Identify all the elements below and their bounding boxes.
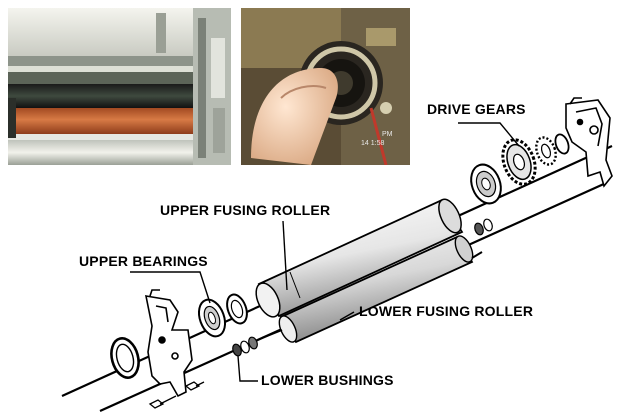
leader-lower-fusing-roller — [339, 311, 355, 321]
upper-fusing-roller — [255, 198, 464, 318]
upper-bearing-left — [197, 298, 227, 338]
lower-bushing-right — [474, 218, 493, 236]
photo-timestamp-line-2: 14 1:58 — [361, 140, 385, 147]
drive-gear-small — [535, 136, 557, 166]
fuser-rollers-photo — [8, 8, 231, 165]
leader-upper-fusing-roller — [282, 220, 288, 291]
leader-lower-bushings — [237, 355, 258, 382]
left-side-frame — [144, 289, 193, 398]
left-screws — [148, 381, 205, 409]
drive-gear-closeup-photo: PM 14 1:58 — [241, 8, 410, 165]
lower-fusing-roller — [261, 235, 483, 344]
right-side-frame — [565, 97, 613, 188]
leader-drive-gears — [458, 122, 520, 147]
drive-gears-label: DRIVE GEARS — [427, 101, 526, 117]
upper-bearing-ring — [226, 293, 248, 325]
leader-upper-bearings — [130, 271, 211, 304]
lower-fusing-roller-label: LOWER FUSING ROLLER — [359, 303, 534, 319]
upper-bearings-label: UPPER BEARINGS — [79, 253, 208, 269]
left-end-cap — [110, 337, 140, 379]
drive-gear-ring — [554, 133, 570, 155]
drive-gear-closeup-drawing — [241, 8, 410, 165]
leader-lines — [130, 122, 520, 382]
lower-bushing-left — [232, 336, 258, 357]
fuser-rollers-photo-drawing — [8, 8, 231, 165]
upper-fusing-roller-label: UPPER FUSING ROLLER — [160, 202, 331, 218]
lower-bushings-label: LOWER BUSHINGS — [261, 372, 394, 388]
upper-bearing-right — [470, 163, 502, 205]
photo-timestamp-line-1: PM — [382, 131, 393, 138]
drive-gear-large — [501, 138, 537, 186]
